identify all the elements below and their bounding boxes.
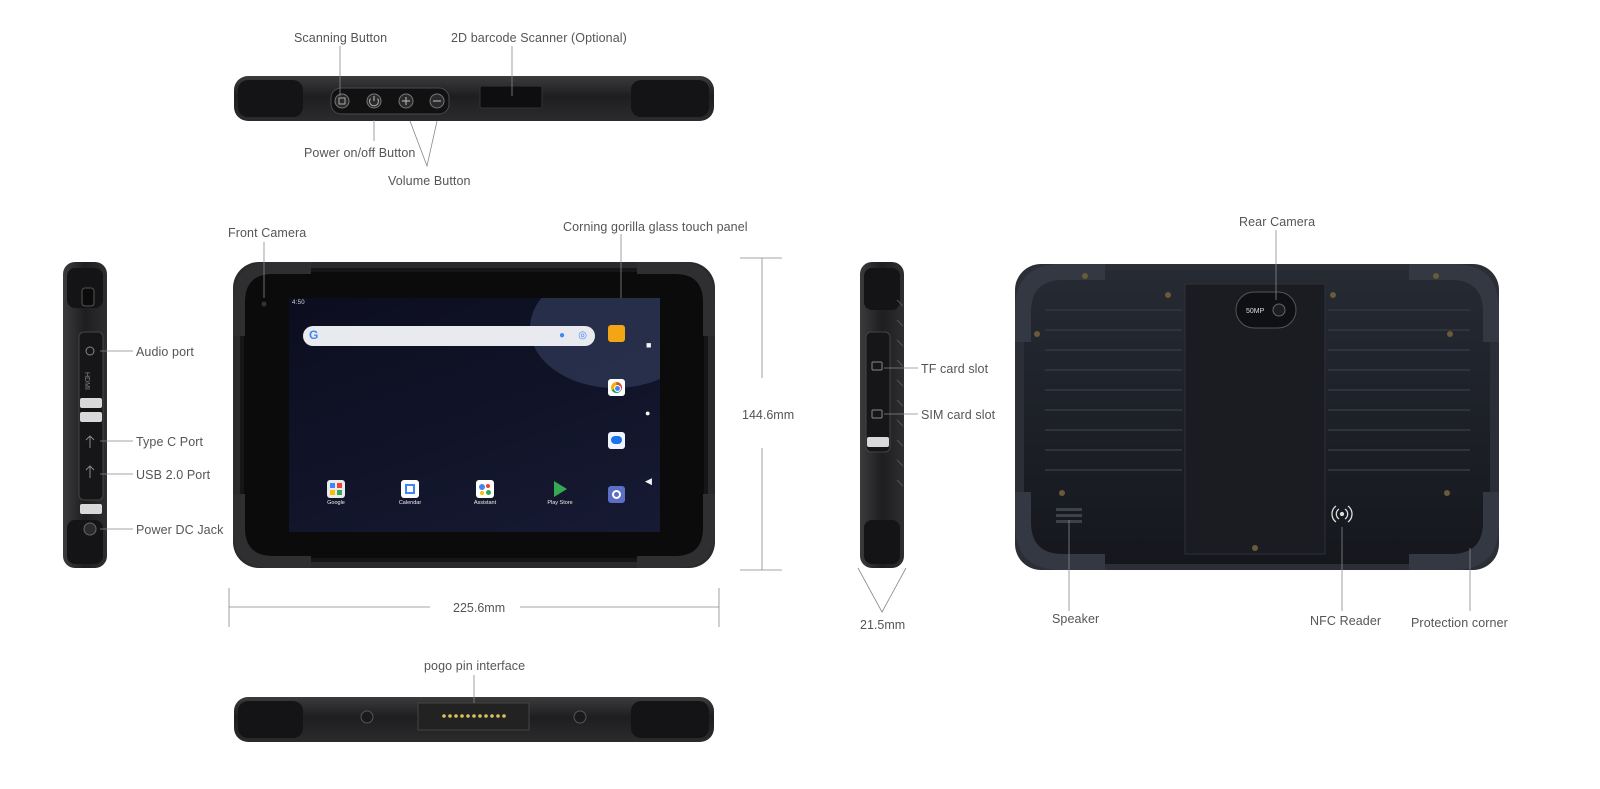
messages-icon[interactable] xyxy=(608,432,625,449)
label-front-camera: Front Camera xyxy=(228,226,307,240)
label-power-button: Power on/off Button xyxy=(304,146,416,160)
app-label: Google xyxy=(327,500,345,506)
microphone-icon[interactable]: ● xyxy=(558,330,565,341)
app-play-store[interactable]: Play Store xyxy=(537,480,583,506)
photos-icon[interactable] xyxy=(608,325,625,342)
label-sim-card-slot: SIM card slot xyxy=(921,408,996,422)
left-side-view: HDMI xyxy=(63,262,133,568)
nfc-icon xyxy=(1331,505,1353,523)
scan-button-icon xyxy=(334,93,350,109)
back-nav-icon[interactable]: ◀ xyxy=(645,476,652,486)
right-side-view xyxy=(857,262,918,613)
back-view: 50MP xyxy=(1015,230,1499,611)
label-pogo-pin: pogo pin interface xyxy=(424,659,526,673)
chrome-icon[interactable] xyxy=(608,379,625,396)
label-gorilla-glass: Corning gorilla glass touch panel xyxy=(563,220,748,234)
power-button-icon xyxy=(366,93,382,109)
google-search-bar[interactable]: G ● ◎ xyxy=(303,326,595,346)
app-label: Play Store xyxy=(547,500,573,506)
app-google[interactable]: Google xyxy=(313,480,359,506)
volume-up-icon xyxy=(398,93,414,109)
app-assistant[interactable]: Assistant xyxy=(462,480,508,506)
label-barcode-scanner: 2D barcode Scanner (Optional) xyxy=(451,31,627,45)
dimension-height: 144.6mm xyxy=(742,408,795,422)
svg-text:50MP: 50MP xyxy=(1246,308,1265,315)
dimension-thickness: 21.5mm xyxy=(860,618,906,632)
app-label: Assistant xyxy=(473,500,497,506)
label-power-dc-jack: Power DC Jack xyxy=(136,523,224,537)
status-bar-time: 4:50 xyxy=(292,300,305,306)
volume-down-icon xyxy=(429,93,445,109)
calendar-icon xyxy=(401,480,419,498)
label-tf-card-slot: TF card slot xyxy=(921,362,989,376)
google-folder-icon xyxy=(327,480,345,498)
settings-icon[interactable] xyxy=(608,486,625,503)
app-calendar[interactable]: Calendar xyxy=(387,480,433,506)
google-g-icon: G xyxy=(309,328,319,342)
label-usb-port: USB 2.0 Port xyxy=(136,468,211,482)
lens-icon[interactable]: ◎ xyxy=(578,330,587,341)
label-protection-corner: Protection corner xyxy=(1411,616,1508,630)
top-edge-view xyxy=(234,46,714,168)
svg-text:HDMI: HDMI xyxy=(83,372,90,390)
bottom-edge-view xyxy=(234,675,714,742)
tablet-screen: 4:50 G ● ◎ ■ ● ◀ Google Calendar xyxy=(289,298,660,532)
app-label: Calendar xyxy=(398,500,422,506)
recents-nav-icon[interactable]: ■ xyxy=(646,340,652,350)
label-scanning-button: Scanning Button xyxy=(294,31,388,45)
label-volume-button: Volume Button xyxy=(388,174,471,188)
pogo-pins xyxy=(442,714,506,718)
dimension-width: 225.6mm xyxy=(453,601,506,615)
home-nav-icon[interactable]: ● xyxy=(645,408,651,418)
label-speaker: Speaker xyxy=(1052,612,1100,626)
assistant-icon xyxy=(476,480,494,498)
label-audio-port: Audio port xyxy=(136,345,194,359)
label-rear-camera: Rear Camera xyxy=(1239,215,1316,229)
label-nfc-reader: NFC Reader xyxy=(1310,614,1382,628)
label-type-c-port: Type C Port xyxy=(136,435,204,449)
play-store-icon xyxy=(551,480,569,498)
